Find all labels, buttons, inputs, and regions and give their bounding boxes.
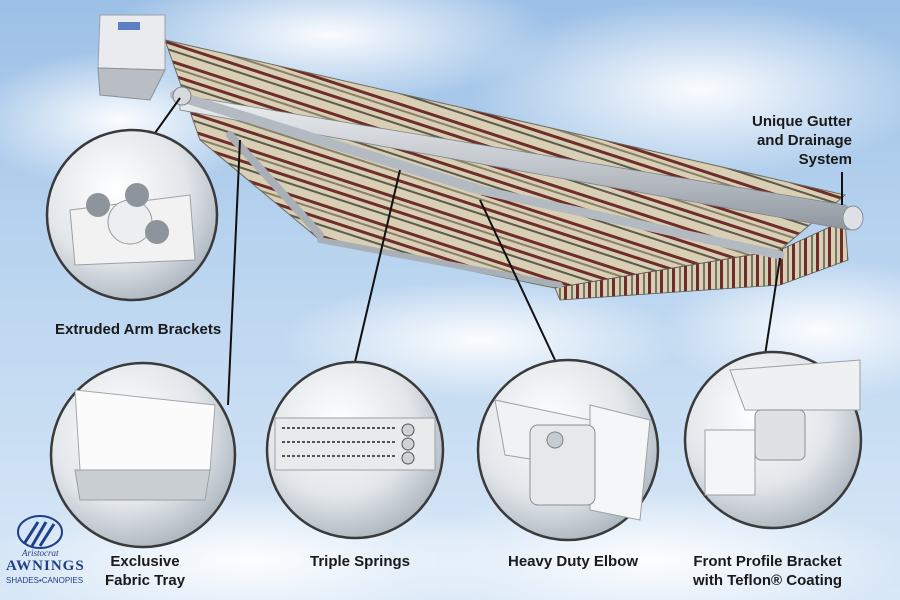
detail-heavy-elbow [476,358,660,542]
gutter-label-line1: Unique Gutter [752,113,852,130]
front-bracket-callout: Front Profile Bracket with Teflon® Coati… [693,552,842,590]
housing-logo-icon [118,22,140,30]
bolt-icon [86,193,110,217]
fabric-tray-label-line1: Exclusive [110,553,180,570]
detail-fabric-tray [49,361,237,549]
arm-brackets-label: Extruded Arm Brackets [55,321,222,338]
fabric-tray-callout: Exclusive Fabric Tray [105,552,185,590]
logo-brand-text: AWNINGS [6,558,85,574]
gutter-label-line2: and Drainage [756,132,852,149]
detail-triple-springs [265,360,445,540]
leader-lines [149,97,843,406]
gutter-label-line3: System [798,151,852,168]
logo-top-text: Aristocrat [22,548,59,558]
gutter-callout: Unique Gutter and Drainage System [752,112,852,169]
detail-arm-brackets [45,128,219,302]
front-bracket-label-line1: Front Profile Bracket [693,553,842,570]
logo-tagline-text: SHADES•CANOPIES [6,576,84,585]
bolt-icon [125,183,149,207]
awning [97,14,864,301]
heavy-elbow-label: Heavy Duty Elbow [508,553,639,570]
fabric-tray-label-line2: Fabric Tray [105,572,186,589]
detail-front-bracket [683,350,863,530]
bolt-icon [145,220,169,244]
front-bracket-label-line2: with Teflon® Coating [693,572,843,589]
triple-springs-label: Triple Springs [310,553,411,570]
aristocrat-logo-icon [17,515,63,549]
